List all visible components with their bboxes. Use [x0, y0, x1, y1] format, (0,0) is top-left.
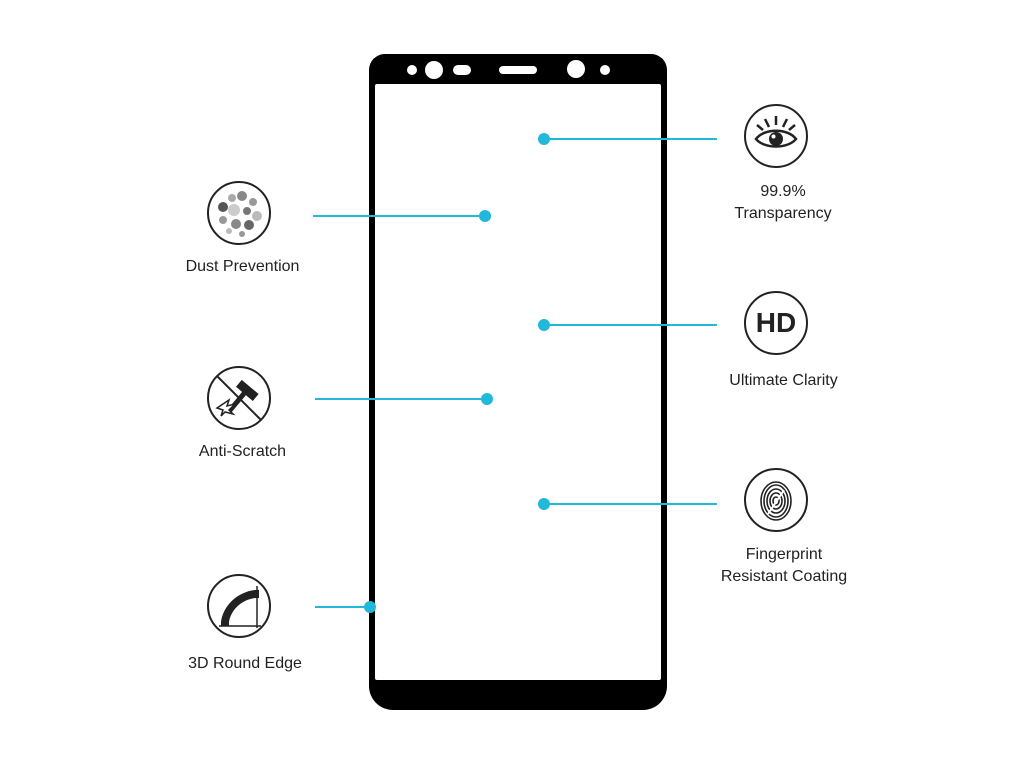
hammer-icon	[207, 366, 271, 430]
hd-icon: HD	[744, 291, 808, 355]
dust-prevention-dot	[479, 210, 491, 222]
dust-prevention-line	[313, 215, 485, 217]
anti-scratch-label: Anti-Scratch	[198, 443, 287, 460]
front-sensor	[407, 65, 417, 75]
fingerprint-label-line1: Fingerprint	[745, 546, 823, 563]
curved-edge-icon	[207, 574, 271, 638]
phone-frame	[369, 54, 667, 710]
eye-icon	[744, 104, 808, 168]
front-camera	[425, 61, 443, 79]
iris-sensor	[453, 65, 471, 75]
earpiece-speaker	[499, 66, 537, 74]
transparency-label: Transparency	[734, 205, 832, 222]
hd-icon-text: HD	[755, 307, 797, 338]
round-edge-label: 3D Round Edge	[188, 655, 302, 672]
transparency-value: 99.9%	[760, 183, 806, 200]
fingerprint-line	[544, 503, 717, 505]
anti-scratch-line	[315, 398, 487, 400]
fingerprint-label-line2: Resistant Coating	[720, 568, 848, 585]
dust-particles-icon	[207, 181, 271, 245]
clarity-line	[544, 324, 717, 326]
clarity-label: Ultimate Clarity	[729, 372, 838, 389]
phone-screen	[375, 84, 661, 680]
anti-scratch-dot	[481, 393, 493, 405]
round-edge-line	[315, 606, 370, 608]
proximity-sensor	[600, 65, 610, 75]
fingerprint-icon	[744, 468, 808, 532]
round-edge-dot	[364, 601, 376, 613]
dust-prevention-label: Dust Prevention	[185, 258, 300, 275]
iris-camera	[567, 60, 585, 78]
transparency-line	[544, 138, 717, 140]
